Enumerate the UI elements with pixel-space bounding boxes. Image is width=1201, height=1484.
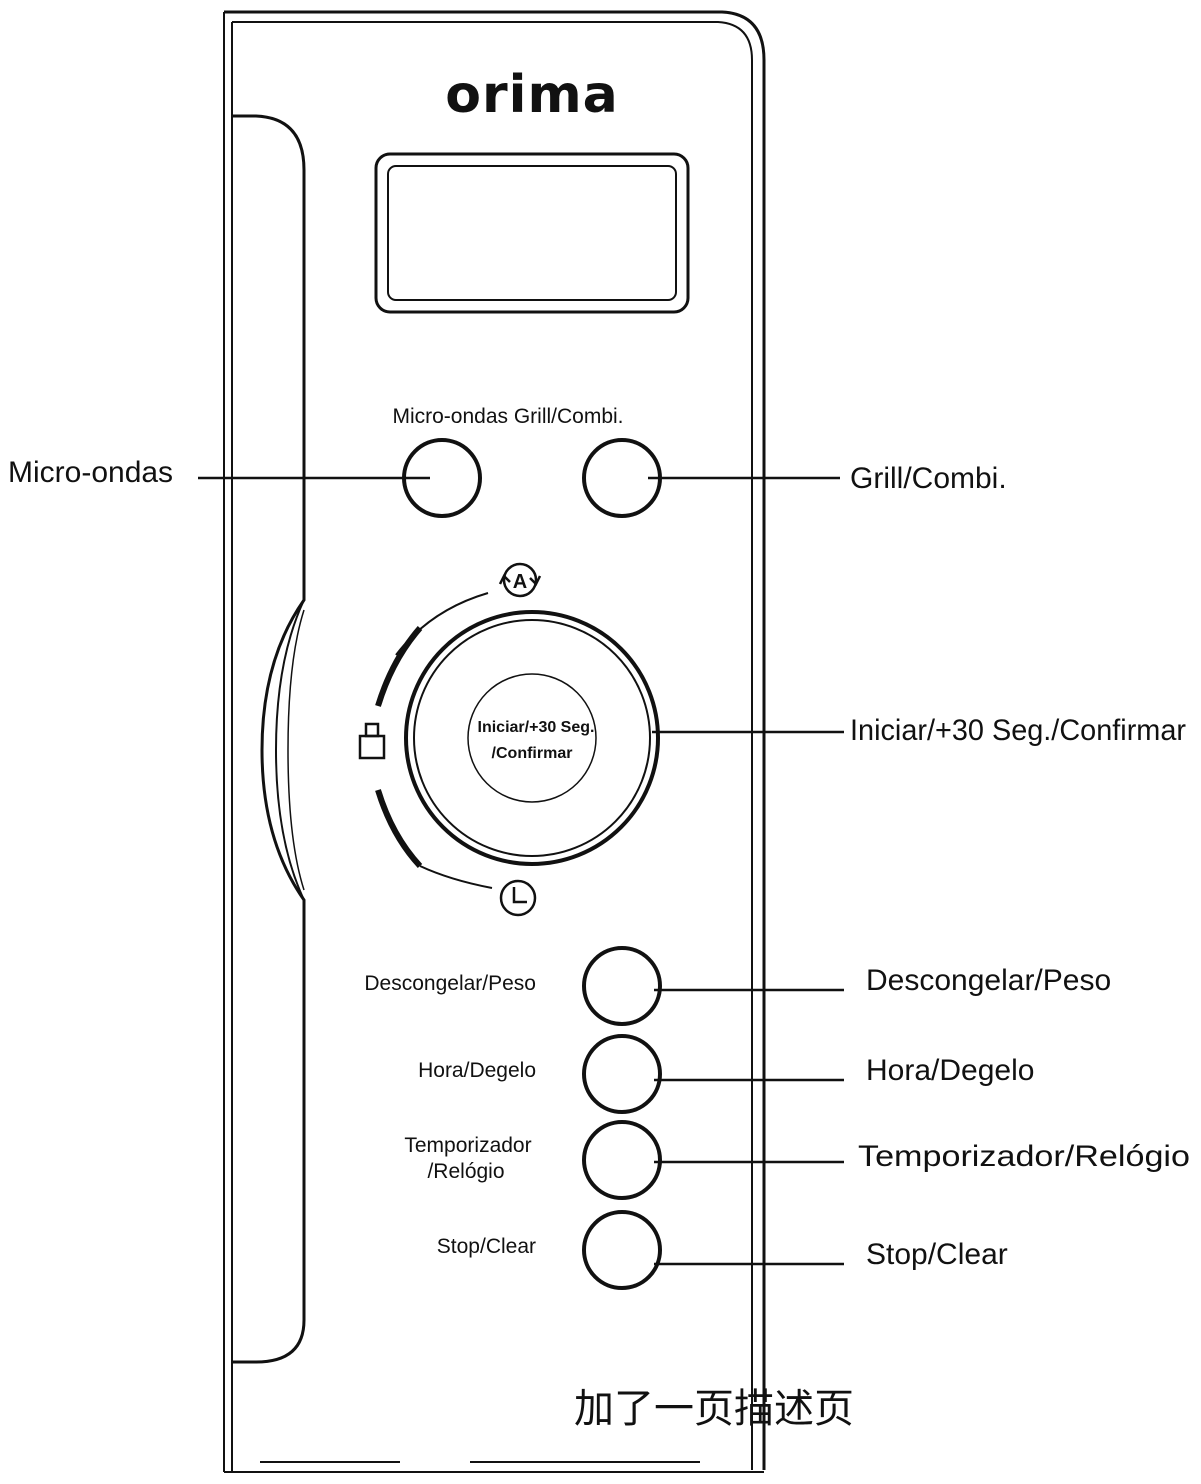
leader-lines (198, 476, 844, 1266)
panel-outline (223, 10, 766, 1473)
footer-note: 加了一页描述页 (574, 1386, 854, 1432)
timer-clock-panel-label-line1: Temporizador (404, 1134, 531, 1157)
dial-arc-thick-top (375, 626, 423, 707)
callout-stop-clear: Stop/Clear (866, 1238, 1008, 1271)
timer-clock-panel-label-line2: /Relógio (427, 1160, 504, 1183)
auto-menu-icon-letter: A (513, 571, 527, 593)
door-handle (232, 114, 306, 1364)
defrost-weight-button[interactable] (582, 946, 662, 1026)
clock-icon (499, 879, 537, 917)
dial-arc-thin-bottom (419, 865, 493, 889)
callout-defrost-weight: Descongelar/Peso (866, 964, 1111, 997)
weight-icon (358, 722, 386, 760)
time-defrost-button[interactable] (582, 1034, 662, 1114)
dial-label-line2: /Confirmar (492, 745, 573, 762)
defrost-weight-panel-label: Descongelar/Peso (364, 972, 536, 995)
callout-start-confirm: Iniciar/+30 Seg./Confirmar (850, 714, 1186, 747)
stop-clear-button[interactable] (582, 1210, 662, 1290)
auto-menu-icon: A (498, 562, 542, 598)
dial-arc-thick-bottom (375, 789, 423, 869)
callout-time-defrost: Hora/Degelo (866, 1054, 1034, 1087)
start-confirm-dial[interactable]: Iniciar/+30 Seg. /Confirmar (404, 610, 660, 866)
callout-grill-combi: Grill/Combi. (850, 462, 1007, 495)
time-defrost-panel-label: Hora/Degelo (418, 1059, 536, 1082)
stop-clear-panel-label: Stop/Clear (437, 1235, 536, 1258)
display-window (374, 152, 690, 314)
dial-label-line1: Iniciar/+30 Seg. (478, 719, 595, 736)
mode-buttons-header: Micro-ondas Grill/Combi. (392, 405, 623, 428)
timer-clock-button[interactable] (582, 1120, 662, 1200)
callout-timer-clock: Temporizador/Relógio (858, 1140, 1190, 1173)
brand-logo: orima (445, 65, 618, 125)
callout-microwave: Micro-ondas (8, 456, 173, 489)
